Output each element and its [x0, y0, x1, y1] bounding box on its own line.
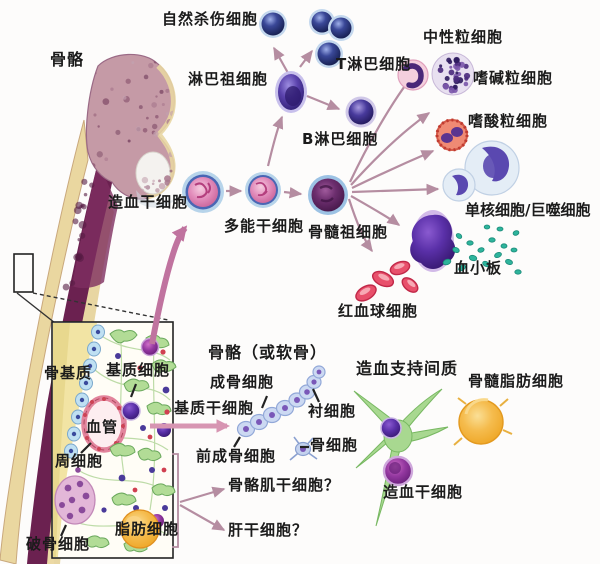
monocyte-macrophage-cells: [442, 140, 520, 202]
label-bone-or-cartilage: 骨骼（或软骨）: [208, 343, 328, 362]
red-blood-cells: [355, 260, 419, 302]
inset-stromal-cells: [85, 329, 177, 553]
label-nk-cell: 自然杀伤细胞: [162, 10, 259, 28]
osteoblast-chain: [236, 365, 326, 438]
label-myeloid-progenitor: 骨髓祖细胞: [308, 223, 389, 241]
b-cell: [345, 96, 377, 128]
label-osteocyte: 骨细胞: [310, 436, 359, 454]
label-stromal-stem-cell: 基质干细胞: [174, 399, 255, 417]
label-blood-vessel: 血管: [86, 418, 119, 436]
label-muscle-stem-cell: 骨骼肌干细胞？: [228, 476, 341, 494]
zoom-connector-dashed: [32, 292, 169, 321]
arrow-marrow-to-hsc: [149, 225, 188, 345]
label-support-stroma: 造血支持间质: [356, 359, 459, 378]
label-bone-matrix: 骨基质: [44, 364, 93, 382]
platelets-cluster: [442, 224, 522, 275]
label-pre-osteoblast: 前成骨细胞: [196, 447, 277, 465]
label-liver-stem-cell: 肝干细胞？: [228, 521, 309, 539]
bottom-hsc-cell: [382, 455, 414, 487]
neutrophil-basophil-cell: [431, 52, 475, 96]
label-basophil: 嗜碱粒细胞: [473, 69, 554, 87]
inset-lining-cells: [64, 324, 105, 459]
label-pericyte: 周细胞: [55, 452, 104, 470]
label-marrow-adipocyte: 骨髓脂肪细胞: [468, 372, 565, 390]
inset-blood-vessel: [81, 395, 127, 453]
label-bottom-hsc: 造血干细胞: [383, 483, 464, 501]
eosinophil-cell: [435, 118, 469, 152]
label-adipocyte: 脂肪细胞: [115, 520, 180, 538]
bone-spongy-texture: [86, 55, 175, 197]
marrow-adipocyte-cell: [453, 397, 513, 446]
label-osteoblast: 成骨细胞: [210, 373, 275, 391]
label-b-cell: B淋巴细胞: [302, 130, 379, 148]
zoom-connector-line: [16, 292, 56, 324]
t-cell-cluster: [309, 9, 354, 68]
label-lining-cell: 衬细胞: [308, 402, 357, 420]
label-monocyte-macrophage: 单核细胞/巨噬细胞: [465, 201, 591, 219]
inset-osteoclast-cell: [54, 467, 96, 525]
label-neutrophil: 中性粒细胞: [423, 28, 504, 46]
inset-adipocyte-cell: [120, 509, 160, 549]
megakaryocyte-cell: [410, 210, 456, 272]
label-bone: 骨骼: [50, 50, 85, 69]
label-platelets: 血小板: [454, 259, 503, 277]
label-stromal-cells: 基质细胞: [106, 361, 171, 379]
speculative-bracket: [172, 453, 226, 548]
marrow-inset: [51, 321, 177, 559]
band-granulocyte-cell: [397, 59, 429, 91]
nk-cell: [259, 10, 287, 38]
label-red-blood-cells: 红血球细胞: [338, 302, 419, 320]
label-t-cell: T淋巴细胞: [336, 55, 412, 73]
bone-marrow-texture: [62, 178, 95, 291]
pointer-ticks: [59, 383, 320, 537]
zoom-source-box: [13, 253, 34, 293]
multipotent-cell: [245, 172, 281, 208]
differentiation-arrows: [149, 46, 440, 345]
label-osteoclast: 破骨细胞: [26, 535, 91, 553]
myeloid-progenitor-cell: [308, 175, 348, 215]
support-stroma-nucleus: [380, 417, 402, 439]
label-multipotent: 多能干细胞: [224, 217, 305, 235]
lymphoid-progenitor-cell: [275, 71, 307, 113]
label-eosinophil: 嗜酸粒细胞: [468, 112, 549, 130]
label-hsc: 造血干细胞: [108, 193, 189, 211]
label-lymphoid-progenitor: 淋巴祖细胞: [188, 70, 269, 88]
hsc-cell: [182, 171, 224, 213]
